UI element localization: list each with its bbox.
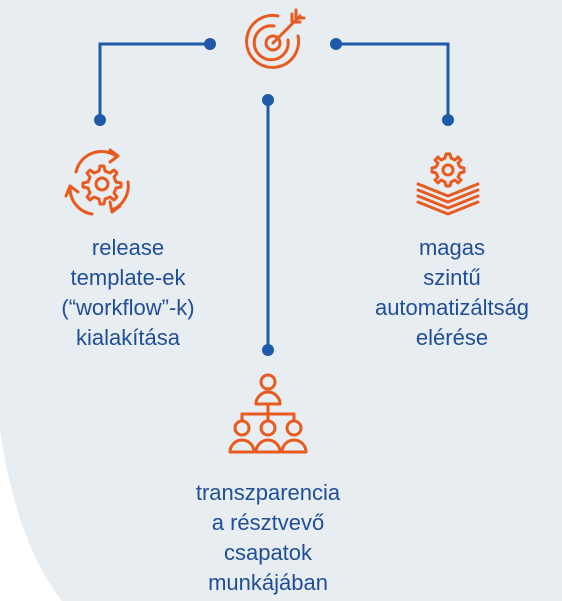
node-label-line: a résztvevő — [211, 510, 325, 535]
node-label-line: magas — [418, 235, 486, 260]
gear-stack-icon — [416, 152, 480, 216]
connector-dot — [330, 38, 342, 50]
node-label-line: kialakítása — [76, 325, 180, 350]
node-label-line: automatizáltság — [374, 295, 530, 320]
connector-right — [334, 42, 450, 122]
org-team-icon — [228, 373, 308, 454]
node-label-line: munkájában — [208, 570, 328, 595]
node-label-line: szintű — [423, 265, 481, 290]
node-label-release: release template-ek (“workflow”-k) kiala… — [28, 233, 228, 353]
node-label-transparency: transzparencia a résztvevő csapatok munk… — [168, 478, 368, 598]
connector-left — [98, 42, 212, 122]
node-label-line: release — [91, 235, 165, 260]
connector-dot — [442, 114, 454, 126]
node-label-line: (“workflow”-k) — [61, 295, 195, 320]
connector-dot — [262, 344, 274, 356]
node-label-line: template-ek — [70, 265, 186, 290]
connector-dot — [262, 94, 274, 106]
connector-dot — [94, 114, 106, 126]
node-label-line: transzparencia — [195, 480, 341, 505]
connector-dot — [204, 38, 216, 50]
node-label-line: csapatok — [223, 540, 313, 565]
node-label-line: elérése — [415, 325, 489, 350]
gear-cycle-icon — [64, 148, 130, 216]
node-label-automation: magas szintű automatizáltság elérése — [332, 233, 562, 353]
target-arrow-icon — [245, 8, 306, 69]
